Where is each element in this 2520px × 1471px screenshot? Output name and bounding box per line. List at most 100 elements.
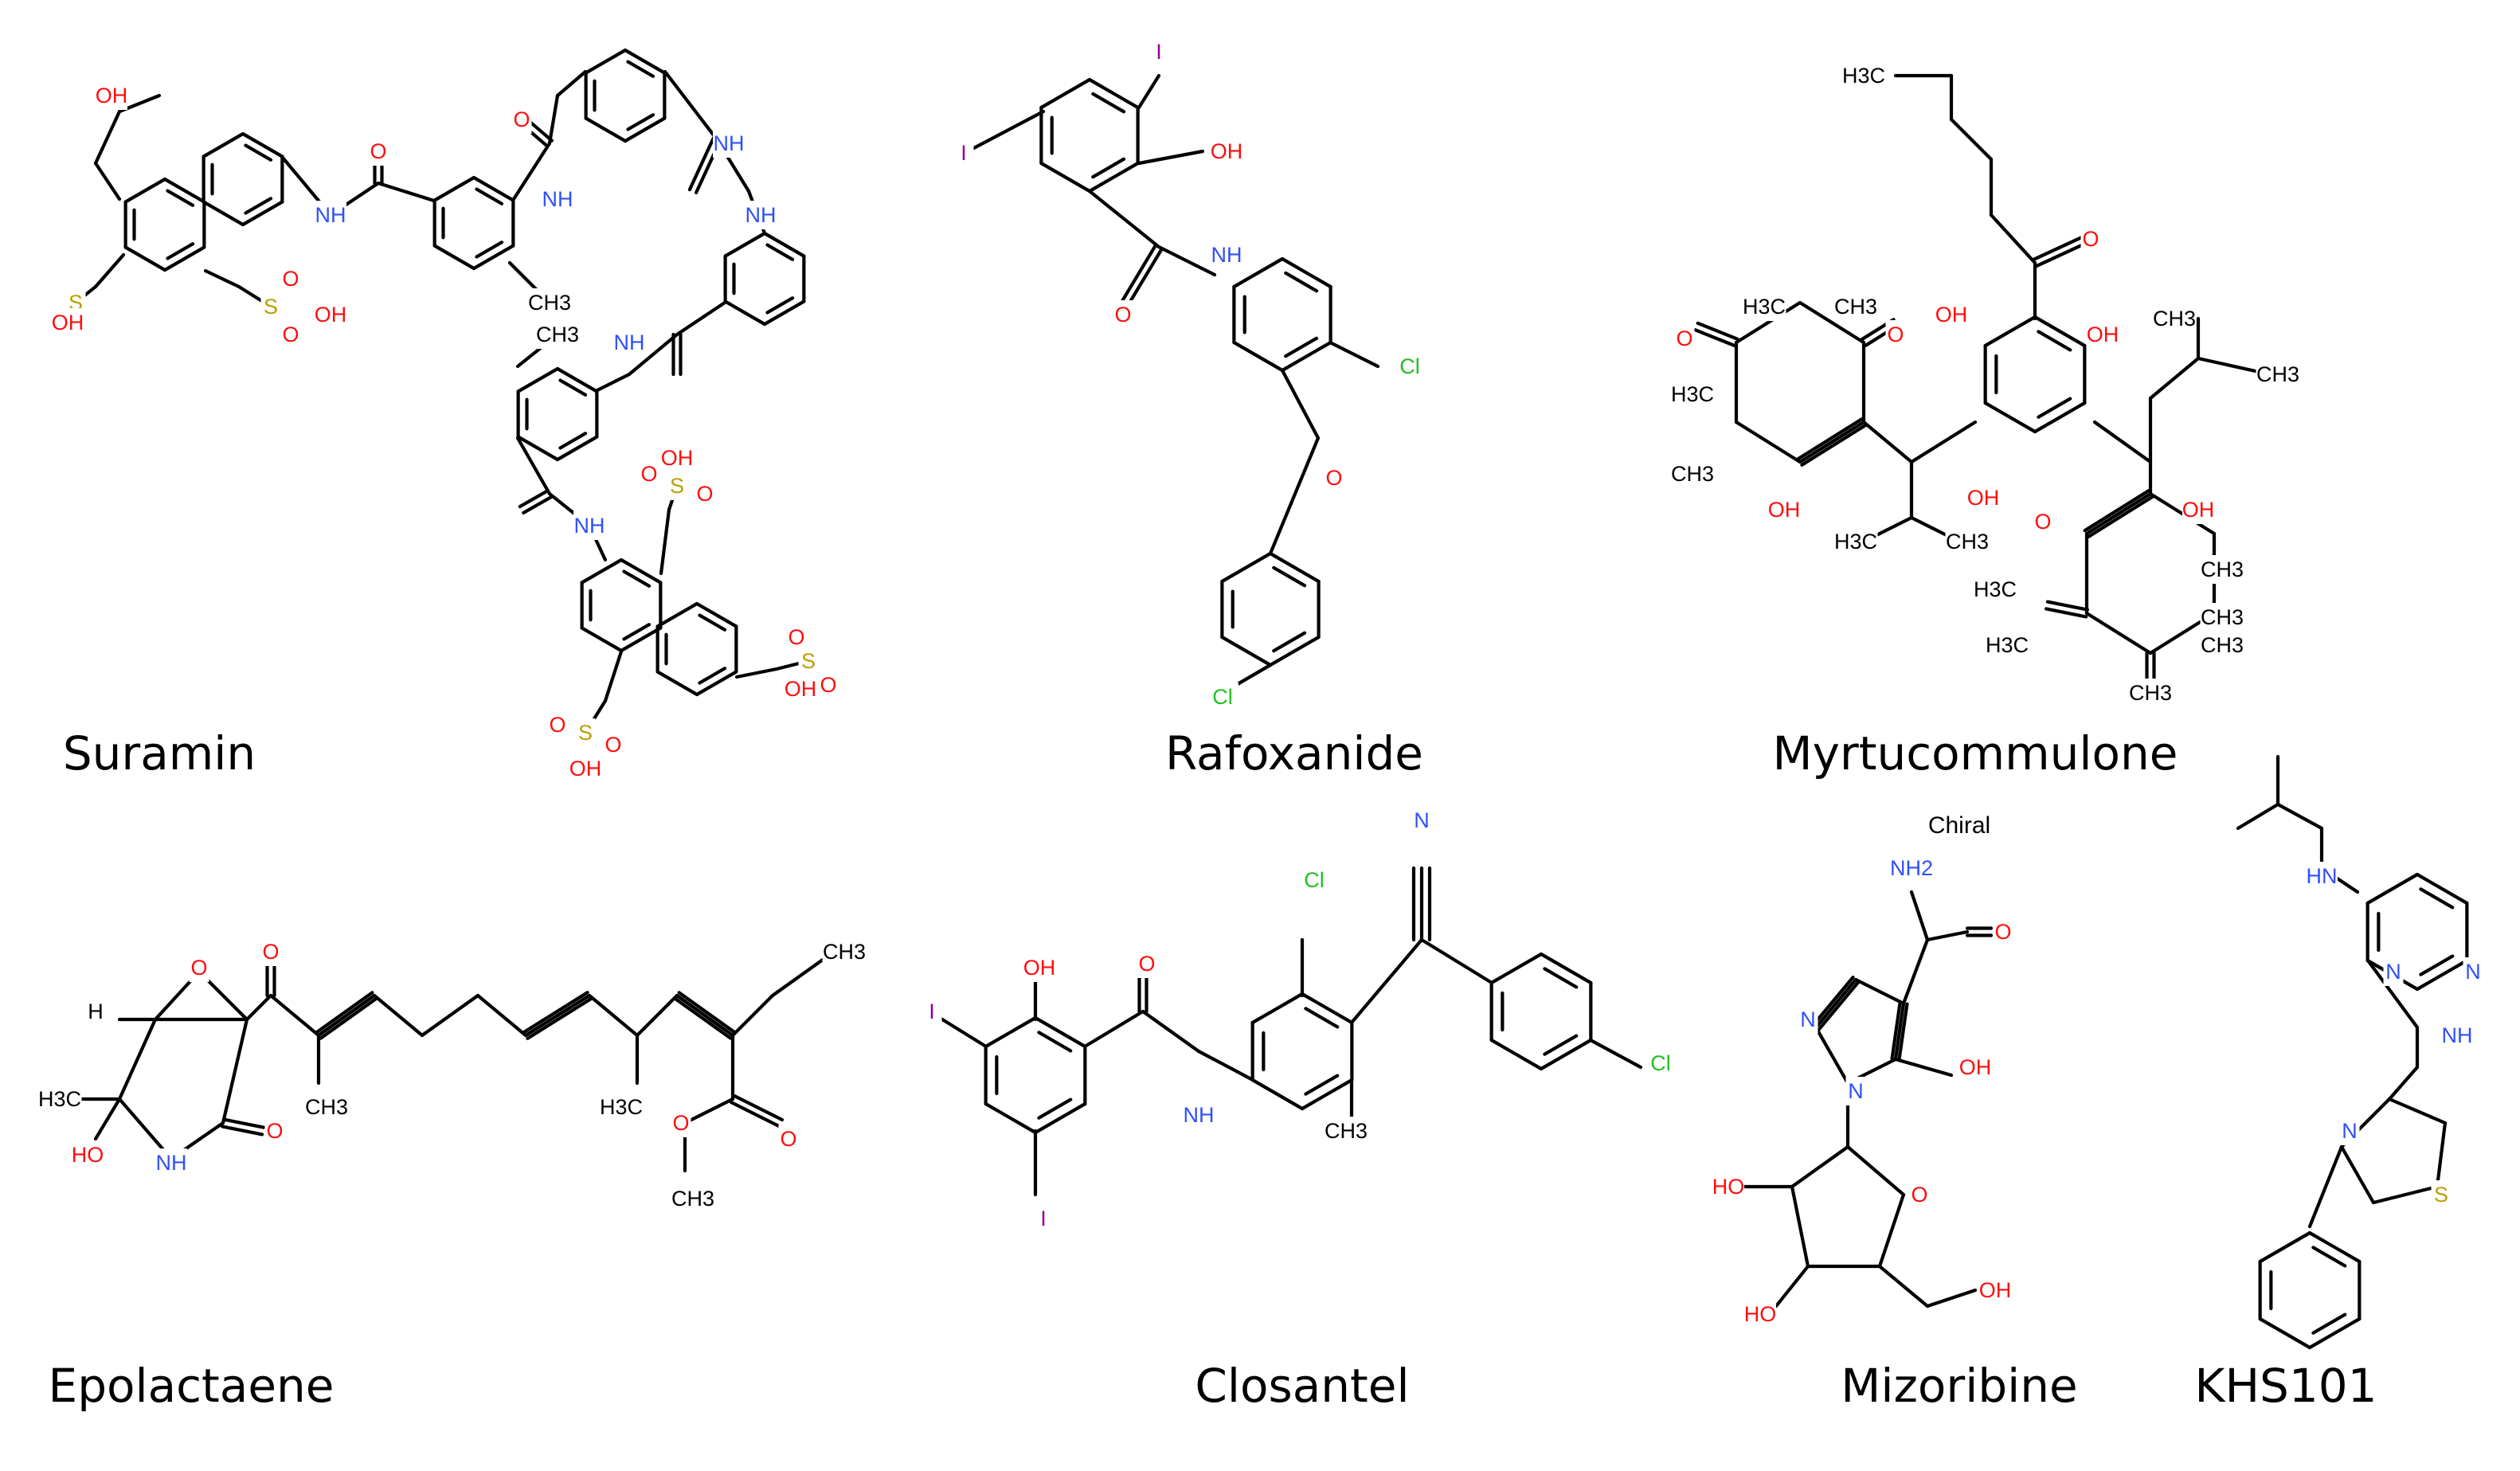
suramin-naph-ring-d	[655, 601, 699, 628]
epolactaene-alkene	[673, 996, 733, 1040]
myrtucommulone-carbonyl	[2045, 607, 2088, 619]
atom-label-background	[1298, 866, 1330, 894]
suramin-carbonyl	[518, 488, 550, 509]
mizoribine-carboxamide	[1925, 929, 1970, 942]
suramin-naph-ring-c	[622, 569, 652, 588]
mizoribine-imidazole-ring	[1814, 1025, 1850, 1086]
atom-label-o: O	[640, 462, 657, 486]
closantel-chlorophenyl-ring	[1539, 952, 1593, 985]
myrtucommulone-dione-ring-1	[1798, 420, 1866, 464]
closantel-central-ring	[1304, 1007, 1340, 1029]
myrtucommulone-phloroglucinol-ring	[2037, 330, 2072, 352]
myrtucommulone-carbonyl	[2032, 233, 2088, 262]
khs101-thiazole-ring	[2435, 1121, 2448, 1189]
closantel-amide-bond	[1141, 1009, 1201, 1054]
caption-khs101: KHS101	[2194, 1359, 2377, 1413]
closantel-central-ring	[1300, 992, 1354, 1025]
closantel-chlorophenyl-ring	[1489, 952, 1544, 985]
epolactaene-ester	[683, 1097, 735, 1125]
epolactaene-lactam-ring	[221, 1017, 249, 1125]
suramin-benzamide-ring-2	[558, 378, 588, 397]
rafoxanide-chlorophenyl-ring	[1220, 551, 1273, 584]
rafoxanide-anilide-ring	[1280, 340, 1332, 373]
suramin-sulfo-link	[659, 507, 671, 576]
atom-label-ch3: CH3	[2153, 307, 2196, 331]
atom-label-nh: NH	[745, 203, 777, 227]
atom-label-background	[1113, 300, 1133, 329]
closantel-chlorophenyl-ring	[1489, 1038, 1544, 1071]
mizoribine-ribose-ring	[1790, 1144, 1850, 1189]
suramin-amide-link	[515, 436, 552, 496]
khs101-pyrimidine-ring	[2419, 887, 2455, 910]
mizoribine-imidazole-ring	[1893, 1001, 1906, 1062]
atom-label-background	[922, 997, 942, 1026]
khs101-thiazole-ring	[2371, 1184, 2440, 1205]
atom-label-o: O	[190, 956, 207, 980]
epolactaene-ester-carbonyl	[729, 1100, 781, 1129]
epolactaene-lactam-ring	[117, 1017, 158, 1101]
epolactaene-polyene-chain	[587, 993, 640, 1038]
suramin-benzamide-ring-2	[516, 366, 560, 393]
atom-label-n: N	[2342, 1119, 2358, 1143]
atom-label-background	[661, 444, 693, 472]
atom-label-oh: OH	[661, 446, 694, 470]
atom-label-o: O	[820, 673, 836, 697]
atom-label-nh: NH	[542, 187, 573, 211]
rafoxanide-salicyl-ring	[1087, 161, 1140, 194]
atom-label-background	[1712, 1172, 1744, 1201]
atom-label-i: I	[1040, 1207, 1047, 1230]
myrtucommulone-carbonyl	[1696, 321, 1739, 341]
atom-label-cl: Cl	[1304, 868, 1325, 892]
atom-label-background	[85, 997, 106, 1026]
suramin-carbonyl	[687, 136, 716, 192]
atom-label-background	[542, 185, 573, 213]
suramin-naph-ring-b	[123, 177, 167, 204]
suramin-benzamide-ring-2	[516, 435, 560, 462]
khs101-thiazole-ring	[2387, 1097, 2448, 1125]
myrtucommulone-enol	[2087, 495, 2154, 538]
myrtucommulone-carbonyl	[1693, 328, 1737, 348]
atom-label-ch3: CH3	[1671, 462, 1714, 486]
atom-label-oh: OH	[1935, 303, 1968, 327]
atom-label-background	[745, 201, 777, 229]
suramin-naph-ring-a	[241, 200, 284, 227]
atom-label-background	[671, 1109, 691, 1137]
atom-label-oh: OH	[1979, 1278, 2012, 1302]
atom-label-background	[189, 953, 209, 982]
suramin-benzamide-ring-1	[432, 175, 476, 202]
atom-label-background	[1148, 37, 1169, 66]
epolactaene-alkene	[319, 996, 378, 1040]
mizoribine-hydroxymethyl	[1925, 1288, 1978, 1309]
atom-label-ho: HO	[72, 1143, 104, 1167]
epolactaene-polyene-chain	[245, 993, 273, 1022]
suramin-benzamide-ring-1	[475, 241, 504, 259]
epolactaene-polyene-chain	[635, 993, 679, 1038]
khs101-phenyl-ring	[2258, 1230, 2312, 1264]
khs101-thiazole-ring	[2339, 1144, 2376, 1205]
suramin-amide-link	[511, 141, 552, 201]
suramin-naph-ring-a	[202, 200, 245, 227]
suramin-amide-link	[595, 372, 632, 393]
atom-label-s: S	[264, 295, 278, 319]
atom-label-background	[786, 623, 807, 651]
epolactaene-polyene-chain	[316, 993, 377, 1038]
closantel-salicyl-ring	[1037, 1097, 1073, 1120]
atom-label-cl: Cl	[1399, 354, 1420, 378]
khs101-phenyl-ring	[2307, 1230, 2362, 1264]
myrtucommulone-carbonyl	[2045, 600, 2089, 612]
atom-label-background	[1833, 292, 1878, 321]
atom-label-background	[1979, 1276, 2011, 1305]
closantel-chlorophenyl-ring	[1543, 1034, 1579, 1056]
rafoxanide-ether-bond	[1268, 436, 1321, 556]
atom-label-cl: Cl	[1650, 1051, 1671, 1075]
suramin-naph-ring-a	[202, 131, 245, 158]
epolactaene-carbonyl	[221, 1117, 265, 1129]
epolactaene-alkene	[522, 991, 589, 1035]
atom-label-o: O	[1676, 327, 1692, 350]
rafoxanide-ether-bond	[1280, 368, 1321, 440]
epolactaene-polyene-chain	[523, 993, 592, 1038]
suramin-amide-link	[376, 181, 436, 203]
suramin-naph-ring-b	[166, 189, 195, 207]
suramin-carbonyl	[522, 495, 554, 515]
mizoribine-imidazole-ring	[1853, 977, 1906, 1006]
